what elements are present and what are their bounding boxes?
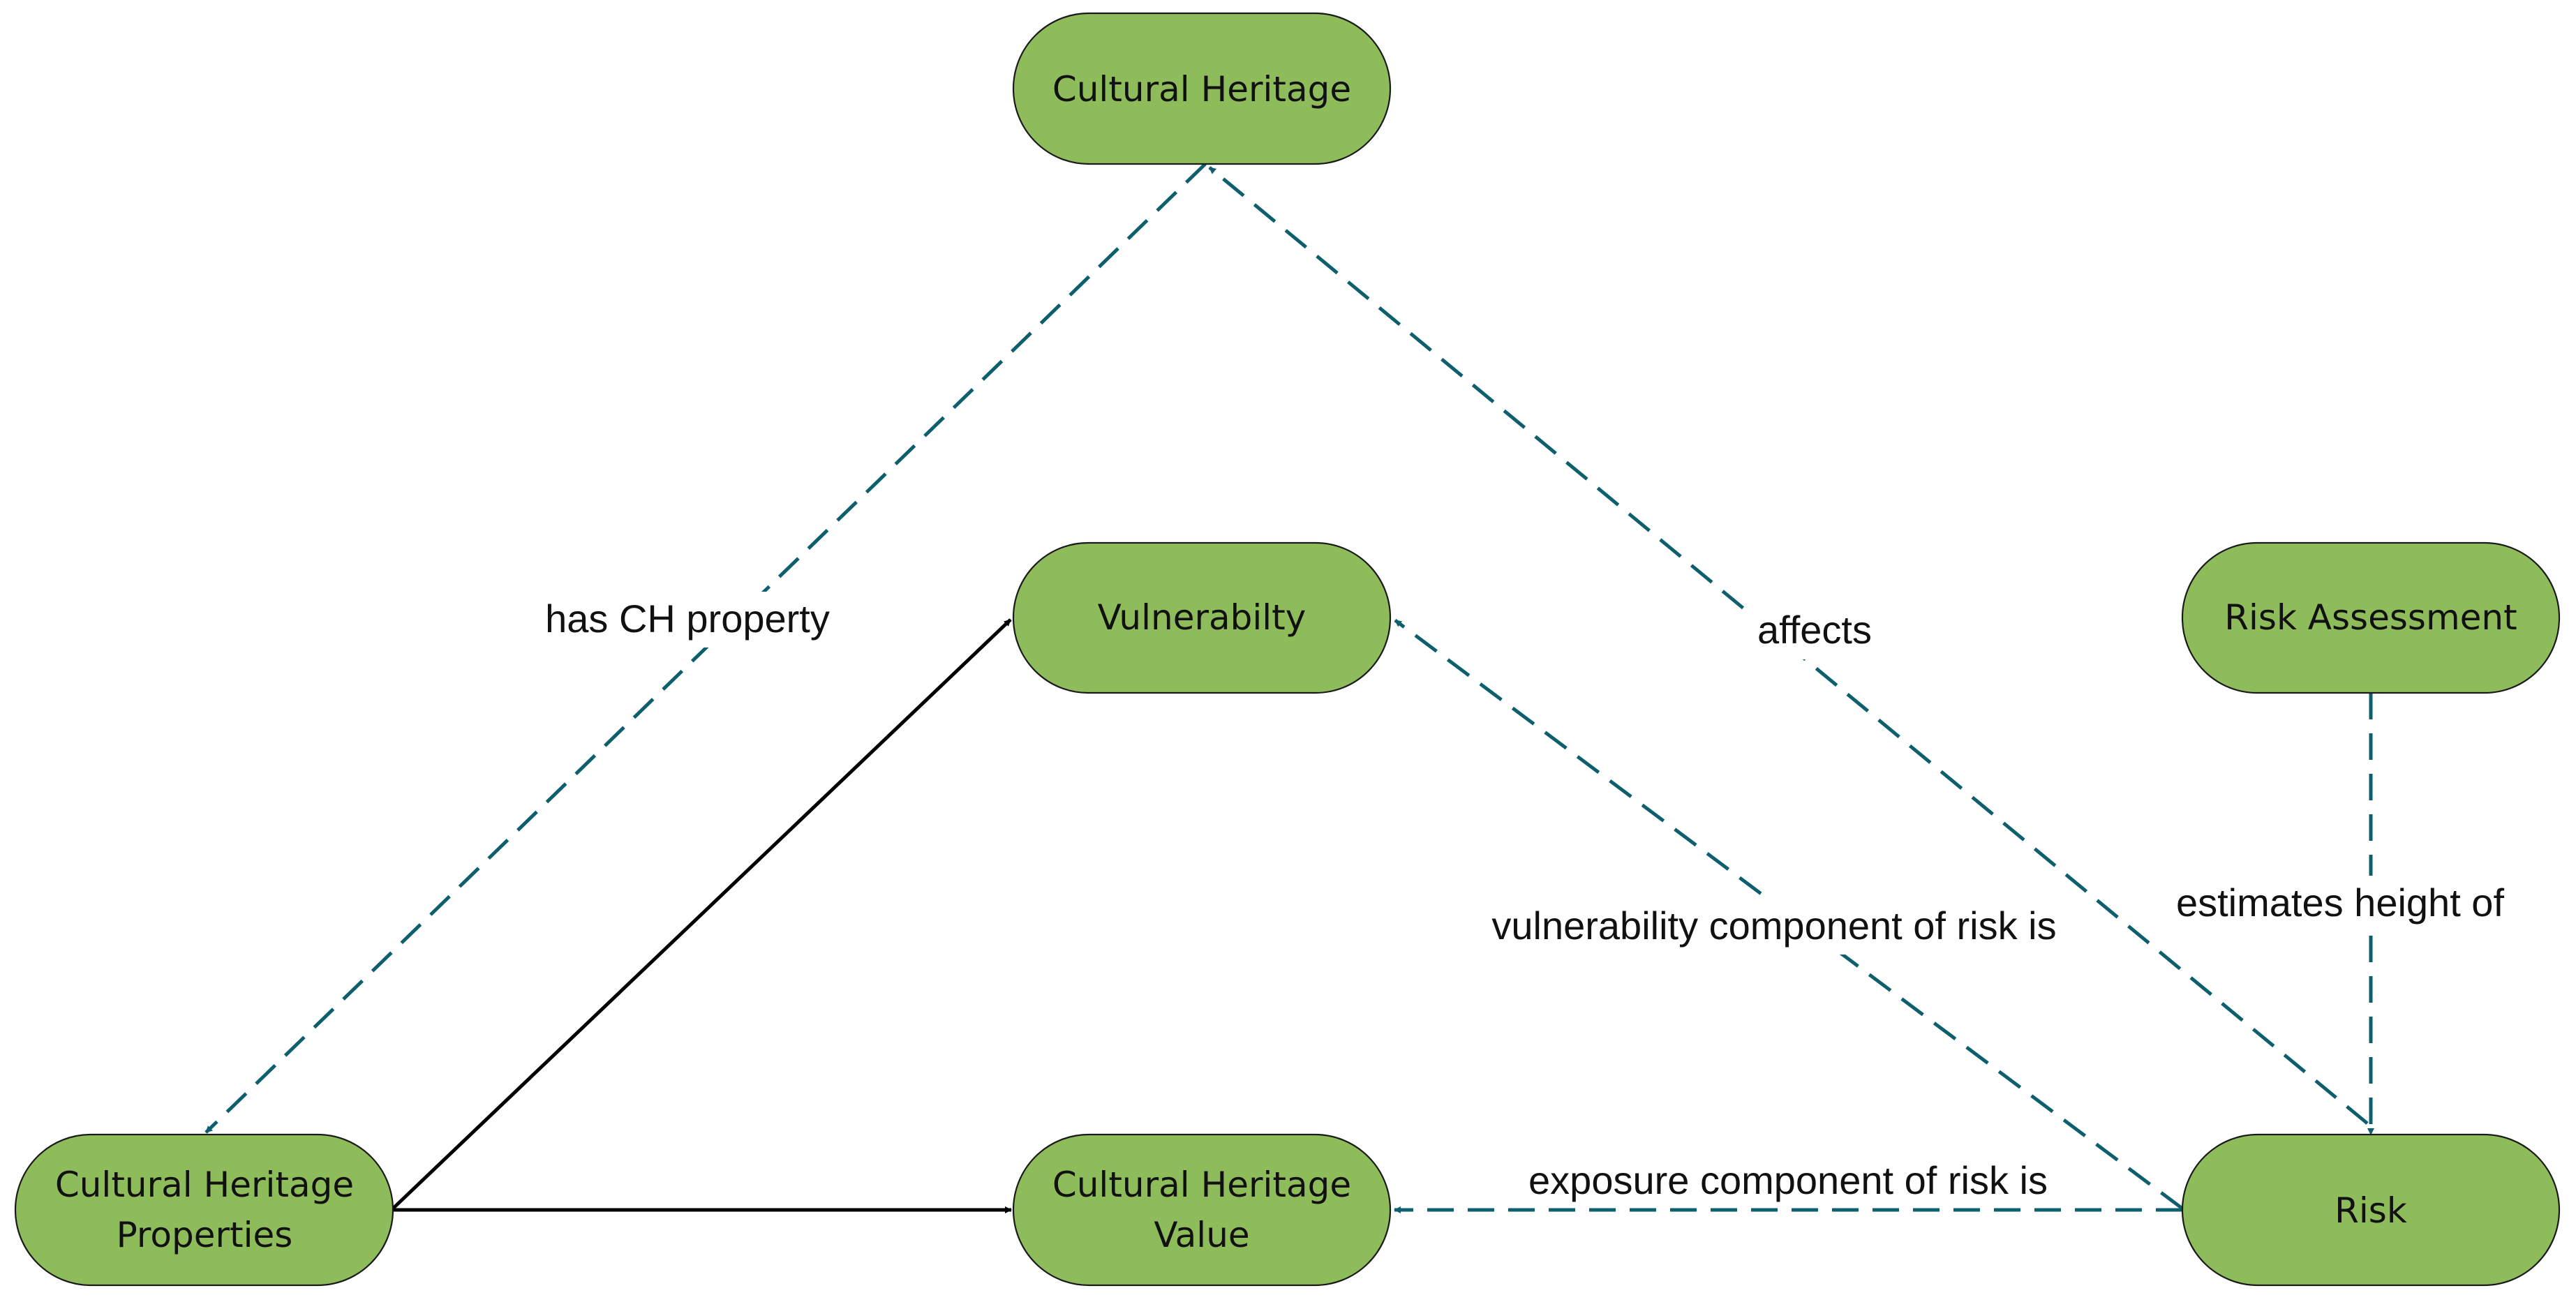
node-ch-properties: Cultural Heritage Properties xyxy=(14,1133,394,1287)
vulnerability-component-label-group: vulnerability component of risk is xyxy=(1462,899,2087,955)
affects-label-group: affects xyxy=(1748,604,1881,659)
node-ch-value-label-line1: Cultural Heritage xyxy=(1052,1165,1351,1205)
exposure-component-label: exposure component of risk is xyxy=(1528,1158,2048,1202)
node-ch-value-label-line2: Value xyxy=(1154,1215,1249,1255)
edge-has-ch-property xyxy=(204,163,1207,1134)
vulnerability-component-label: vulnerability component of risk is xyxy=(1491,904,2056,948)
node-ch-value: Cultural Heritage Value xyxy=(1012,1133,1392,1287)
node-risk: Risk xyxy=(2181,1133,2561,1287)
properties-to-vulnerability-arrow xyxy=(392,618,1012,1210)
node-vulnerability-label: Vulnerabilty xyxy=(1098,597,1306,638)
affects-label: affects xyxy=(1757,608,1872,652)
estimates-height-of-label: estimates height of xyxy=(2176,881,2504,925)
estimates-height-of-label-group: estimates height of xyxy=(2155,876,2525,931)
has-ch-property-label-group: has CH property xyxy=(527,592,848,648)
has-ch-property-label: has CH property xyxy=(545,597,830,641)
node-ch-properties-label-line2: Properties xyxy=(117,1215,293,1255)
has-ch-property-arrow xyxy=(204,163,1207,1134)
exposure-component-label-group: exposure component of risk is xyxy=(1501,1155,2076,1205)
node-vulnerability: Vulnerabilty xyxy=(1012,541,1392,694)
edge-properties-to-vulnerability xyxy=(392,618,1012,1210)
node-cultural-heritage-label: Cultural Heritage xyxy=(1052,69,1351,110)
node-risk-assessment-label: Risk Assessment xyxy=(2224,597,2517,638)
node-risk-assessment: Risk Assessment xyxy=(2181,541,2561,694)
node-risk-label: Risk xyxy=(2335,1190,2407,1231)
node-cultural-heritage: Cultural Heritage xyxy=(1012,12,1392,165)
node-ch-properties-label-line1: Cultural Heritage xyxy=(55,1165,354,1205)
